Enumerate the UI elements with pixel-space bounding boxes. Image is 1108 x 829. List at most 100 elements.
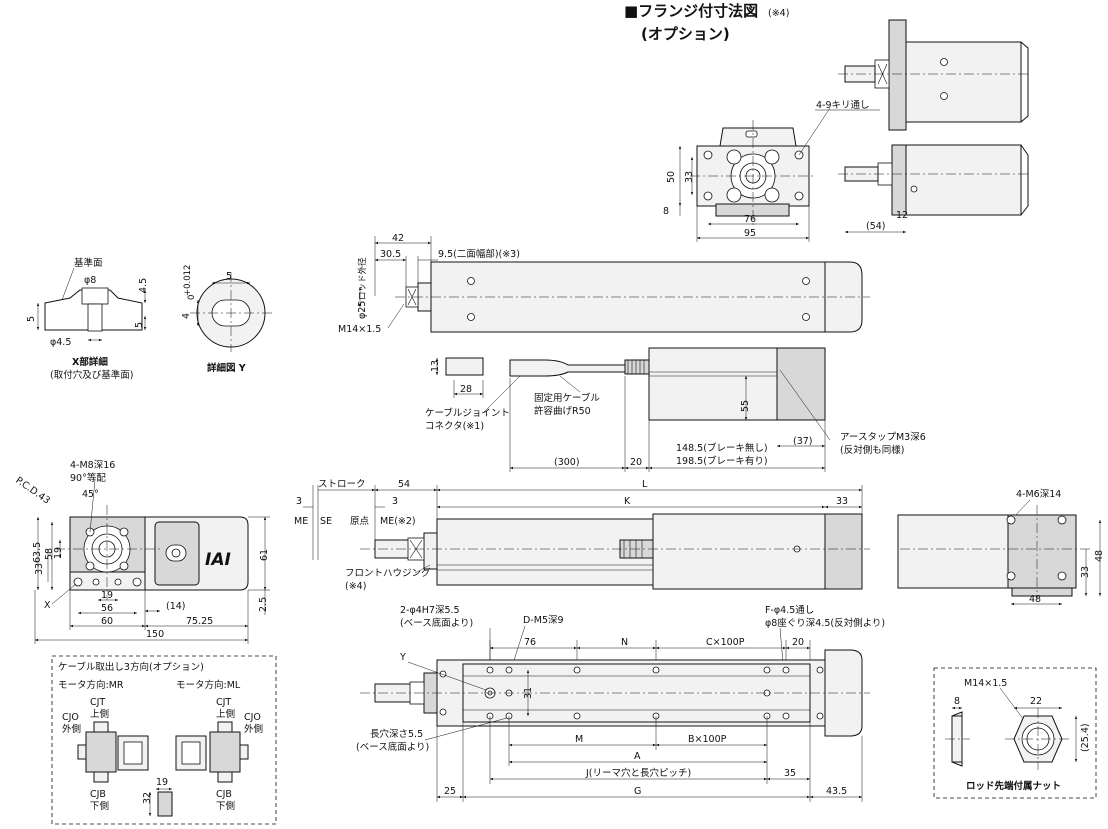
nut-title: ロッド先端付属ナット — [966, 780, 1061, 792]
side-se: SE — [320, 516, 332, 527]
x-phi8: φ8 — [84, 275, 96, 286]
end-holes: 4-M8深16 — [70, 460, 115, 471]
end-dim-19h: 19 — [101, 590, 113, 601]
end-dim-635: 63.5 — [32, 542, 43, 563]
flange-front-view: 4-9キリ通し 50 33 8 76 95 — [663, 100, 880, 242]
flange-dim-8: 8 — [663, 206, 669, 217]
cable-box-title: ケーブル取出し3方向(オプション) — [58, 661, 204, 673]
ml-cjb: CJB — [216, 789, 232, 800]
y-d5: 5 — [226, 271, 232, 282]
nut-dim-8: 8 — [954, 696, 960, 707]
rod-thread: M14×1.5 — [338, 324, 381, 335]
flange-subtitle: (オプション) — [641, 25, 730, 43]
end-pcd: P.C.D.43 — [13, 475, 52, 507]
ml-cjt: CJT — [216, 697, 231, 708]
y-d4: 4 — [181, 313, 192, 319]
ml-lower: 下側 — [216, 800, 235, 812]
flange-side-view-top — [838, 19, 1030, 131]
top-dim-35: 35 — [784, 768, 796, 779]
side-fh2: (※4) — [345, 581, 366, 592]
mr-lower: 下側 — [90, 800, 109, 812]
flange-dim-54: (54) — [866, 221, 886, 232]
x-d5b: 5 — [134, 322, 145, 328]
end-dim-61: 61 — [259, 549, 270, 561]
top-dim-31: 31 — [523, 687, 534, 699]
right-dim-48v: 48 — [1094, 550, 1105, 562]
end-dim-33: 33 — [34, 563, 45, 575]
side-dim-K: K — [624, 496, 631, 507]
end-dim-7525: 75.25 — [186, 616, 213, 627]
flange-holes-label: 4-9キリ通し — [816, 100, 870, 111]
right-dim-48h: 48 — [1029, 594, 1041, 605]
y-tol0: 0 — [187, 295, 197, 300]
nut-dim-22: 22 — [1030, 696, 1042, 707]
earth-label-2: (反対側も同様) — [840, 444, 904, 456]
end-x-label: X — [44, 600, 51, 611]
x-sub: (取付穴及び基準面) — [50, 369, 133, 381]
side-dim-L: L — [642, 479, 648, 490]
side-fh1: フロントハウジング — [345, 567, 431, 579]
rod-od: φ25 — [357, 301, 368, 319]
top-pin2: (ベース底面より) — [400, 617, 473, 629]
end-dim-58: 58 — [44, 548, 55, 560]
top-dim-B: B×100P — [688, 734, 727, 745]
top-dim-76: 76 — [524, 637, 536, 648]
flange-side-view-bottom: (54) 12 — [838, 144, 1030, 234]
end-dim-56: 56 — [101, 603, 113, 614]
top-Y: Y — [399, 652, 406, 663]
cable-dim-300: (300) — [554, 457, 580, 468]
x-d5a: 5 — [26, 316, 37, 322]
ml-cjo: CJO — [244, 712, 261, 723]
side-dim-3b: 3 — [392, 496, 398, 507]
side-me-note: ME(※2) — [380, 516, 416, 527]
flange-title: ■フランジ付寸法図 — [624, 2, 758, 20]
rod-dim-305: 30.5 — [380, 249, 401, 260]
top-dim-20: 20 — [792, 637, 804, 648]
x-title: X部詳細 — [72, 356, 108, 368]
top-dim-25: 25 — [444, 786, 456, 797]
end-dim-60: 60 — [101, 616, 113, 627]
end-dim-150: 150 — [146, 629, 164, 640]
top-dim-N: N — [621, 637, 628, 648]
right-end-view: 4-M6深14 48 33 48 — [897, 489, 1105, 606]
rod-od-label: ロッド外径 — [357, 257, 368, 300]
earth-label-1: アースタップM3深6 — [840, 432, 926, 443]
end-pitch: 90°等配 — [70, 472, 106, 484]
top-dim-C: C×100P — [706, 637, 745, 648]
end-dim-25: 2.5 — [258, 597, 269, 612]
rod-side-view: 42 30.5 9.5(二面幅部)(※3) ロッド外径 φ25 M14×1.5 — [338, 233, 870, 335]
mr-outer: 外側 — [62, 723, 81, 735]
cable-box-mr: モータ方向:MR — [58, 679, 124, 691]
flange-dim-50: 50 — [666, 171, 677, 183]
flange-dim-33: 33 — [684, 171, 695, 183]
side-dim-3a: 3 — [296, 496, 302, 507]
end-logo: IAI — [205, 550, 231, 570]
side-dim-54: 54 — [398, 479, 410, 490]
cable-label-1: 固定用ケーブル — [534, 392, 600, 404]
top-fhole: F-φ4.5通し — [765, 605, 814, 616]
top-dim-A: A — [634, 751, 641, 762]
flange-dim-12: 12 — [896, 210, 908, 221]
flange-section: ■フランジ付寸法図 (※4) (オプション) — [624, 2, 1030, 242]
motor-dim-1985: 198.5(ブレーキ有り) — [676, 455, 768, 467]
x-phi45: φ4.5 — [50, 337, 71, 348]
nut-thread: M14×1.5 — [964, 678, 1007, 689]
x-base-label: 基準面 — [74, 257, 103, 269]
top-dim-435: 43.5 — [826, 786, 847, 797]
end-dim-14: (14) — [166, 601, 186, 612]
end-dim-19v: 19 — [53, 547, 64, 559]
top-pin: 2-φ4H7深5.5 — [400, 605, 460, 616]
x-d45: 4.5 — [138, 278, 149, 293]
top-dim-J: J(リーマ穴と長穴ピッチ) — [585, 767, 691, 779]
y-detail: 5 +0.012 0 4 詳細図 Y — [181, 265, 272, 374]
mr-cjo: CJO — [62, 712, 79, 723]
flange-dim-76: 76 — [744, 214, 756, 225]
cable-box-ml: モータ方向:ML — [176, 679, 241, 691]
side-dim-33: 33 — [836, 496, 848, 507]
motor-dim-55: 55 — [740, 400, 751, 412]
nut-dim-254: (25.4) — [1080, 723, 1091, 752]
right-dim-33: 33 — [1080, 566, 1091, 578]
side-origin: 原点 — [350, 516, 370, 527]
y-title: 詳細図 Y — [207, 362, 246, 374]
top-dm5: D-M5深9 — [523, 615, 564, 626]
